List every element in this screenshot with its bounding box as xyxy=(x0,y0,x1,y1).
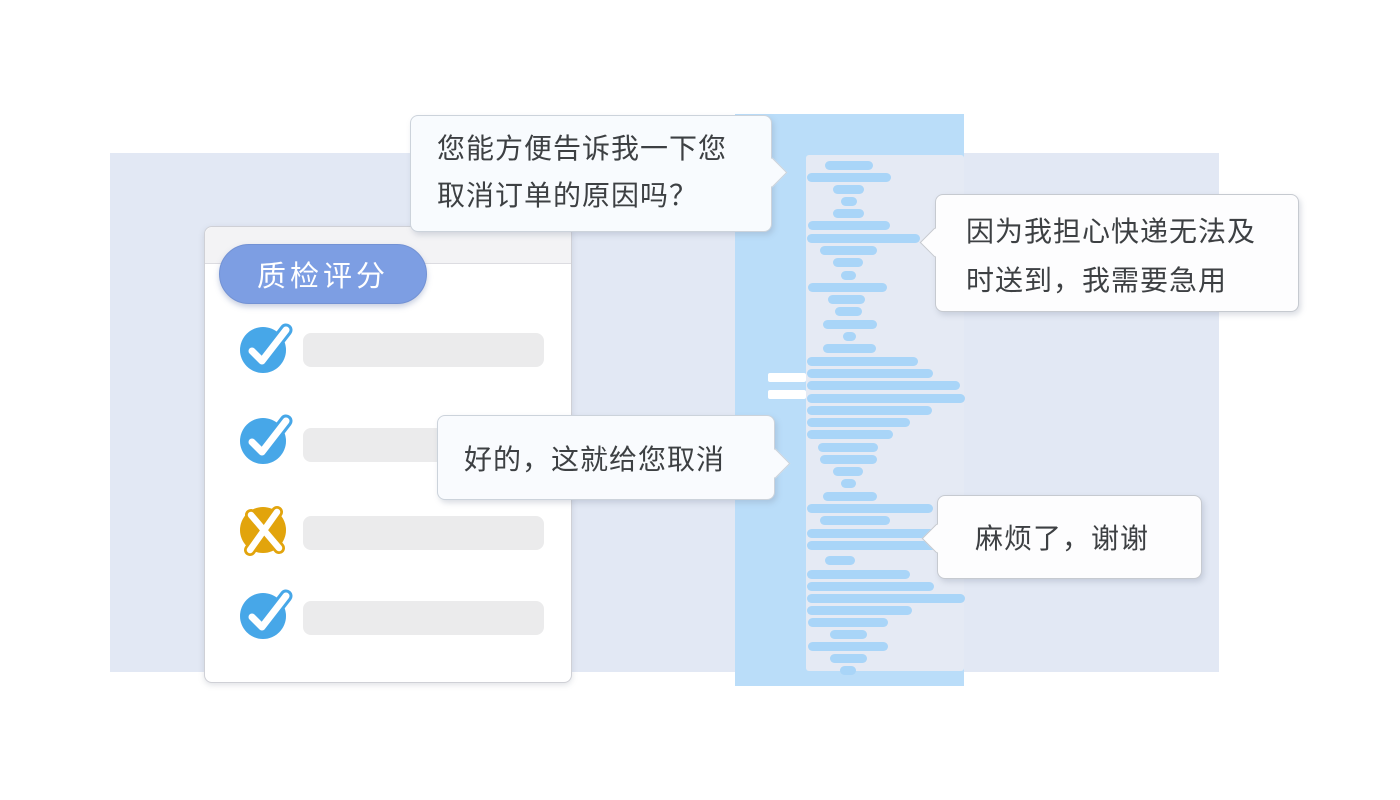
transcript-line xyxy=(807,173,891,182)
check-icon xyxy=(238,317,298,375)
transcript-highlight-gap xyxy=(768,373,806,382)
cross-icon xyxy=(238,498,298,556)
bubble-text-line: 麻烦了，谢谢 xyxy=(975,523,1150,554)
qc-placeholder-bar xyxy=(303,601,544,635)
transcript-line xyxy=(807,594,965,603)
transcript-line xyxy=(807,357,918,366)
transcript-line xyxy=(808,618,888,627)
transcript-line xyxy=(808,221,890,230)
transcript-line xyxy=(841,271,856,280)
transcript-line xyxy=(841,479,856,488)
bubble-text-line: 您能方便告诉我一下您 xyxy=(437,133,728,164)
transcript-line xyxy=(807,381,960,390)
transcript-line xyxy=(828,295,865,304)
transcript-line xyxy=(807,394,965,403)
transcript-line xyxy=(807,430,893,439)
check-icon xyxy=(238,583,298,641)
transcript-line xyxy=(807,234,920,243)
qc-placeholder-bar xyxy=(303,333,544,367)
transcript-line xyxy=(825,161,873,170)
transcript-line xyxy=(823,320,877,329)
transcript-line xyxy=(840,666,856,675)
transcript-line xyxy=(833,185,864,194)
transcript-line xyxy=(818,443,878,452)
transcript-line xyxy=(835,307,862,316)
transcript-line xyxy=(825,556,855,565)
transcript-highlight-gap xyxy=(768,390,806,399)
bubble-text-line: 时送到，我需要急用 xyxy=(966,265,1228,296)
transcript-line xyxy=(823,492,877,501)
transcript-line xyxy=(830,630,867,639)
transcript-line xyxy=(807,541,965,550)
transcript-line xyxy=(841,197,857,206)
bubble-text-line: 好的，这就给您取消 xyxy=(464,443,726,475)
bubble-text-line: 取消订单的原因吗？ xyxy=(437,180,699,211)
transcript-line xyxy=(808,642,888,651)
transcript-line xyxy=(823,344,876,353)
transcript-line xyxy=(807,406,932,415)
transcript-line xyxy=(807,504,933,513)
transcript-line xyxy=(833,467,863,476)
transcript-line xyxy=(807,582,934,591)
transcript-line xyxy=(833,209,864,218)
transcript-line xyxy=(807,369,933,378)
bubble-text-line: 因为我担心快递无法及 xyxy=(966,216,1257,247)
customer-bubble-thanks: 麻烦了，谢谢 xyxy=(921,495,1202,579)
transcript-line xyxy=(807,418,910,427)
transcript-line xyxy=(830,654,867,663)
check-icon xyxy=(238,408,298,466)
transcript-line xyxy=(820,455,877,464)
transcript-line xyxy=(820,516,890,525)
transcript-line xyxy=(807,570,910,579)
agent-bubble-question: 您能方便告诉我一下您 取消订单的原因吗？ xyxy=(410,115,788,232)
customer-bubble-reason: 因为我担心快递无法及 时送到，我需要急用 xyxy=(919,194,1299,312)
transcript-line xyxy=(807,529,940,538)
transcript-line xyxy=(833,258,863,267)
transcript-line xyxy=(820,246,877,255)
transcript-line xyxy=(807,606,912,615)
transcript-line xyxy=(843,332,856,341)
qc-title-pill: 质检评分 xyxy=(219,244,427,304)
qc-placeholder-bar xyxy=(303,516,544,550)
agent-bubble-confirm: 好的，这就给您取消 xyxy=(437,415,791,500)
transcript-line xyxy=(808,283,887,292)
